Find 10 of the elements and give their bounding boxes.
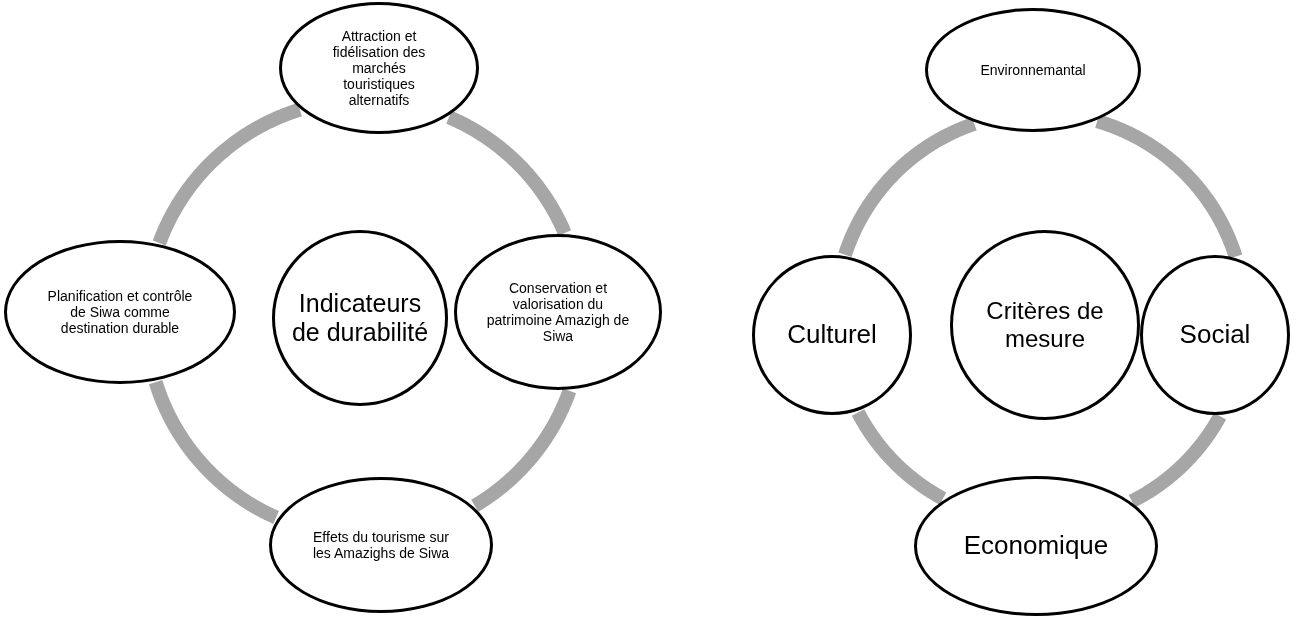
node-label: Planification et contrôle de Siwa comme destination durable (47, 287, 193, 337)
node-label: Culturel (787, 320, 877, 350)
node-label: Environnemantal (980, 61, 1086, 79)
node-label: Critères de mesure (985, 297, 1105, 353)
node-label: Economique (963, 531, 1109, 561)
node-label: Conservation et valorisation du patrimoine Amazigh de Siwa (485, 279, 631, 345)
node-label: Social (1179, 320, 1251, 350)
node-label: Indicateurs de durabilité (290, 289, 430, 347)
node-label: Effets du tourisme sur les Amazighs de Siwa (311, 528, 451, 562)
node-label: Attraction et fidélisation des marchés touristiques alternatifs (331, 27, 427, 109)
